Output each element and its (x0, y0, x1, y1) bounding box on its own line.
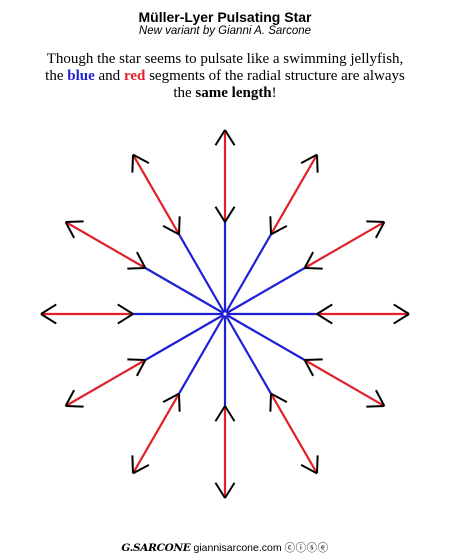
middle-fin (178, 216, 181, 235)
tip-fin (131, 154, 134, 173)
tip-fin (40, 313, 57, 325)
creative-commons-icon: ⓒⓘⓢⓔ (284, 542, 329, 554)
blue-segment (224, 267, 306, 315)
red-segment (270, 154, 318, 235)
tip-fin (393, 303, 410, 315)
middle-fin (178, 393, 181, 412)
middle-fin (117, 313, 134, 325)
description-part-2: and (94, 68, 124, 84)
tip-fin (64, 389, 75, 407)
middle-fin (316, 313, 333, 325)
middle-fin (304, 358, 323, 361)
red-segment (270, 393, 318, 474)
red-segment (132, 154, 180, 235)
tip-fin (300, 153, 318, 164)
red-segment (304, 359, 385, 407)
red-segment (132, 393, 180, 474)
red-segment (304, 221, 385, 269)
middle-fin (135, 359, 147, 377)
middle-fin (269, 393, 272, 412)
tip-fin (64, 221, 75, 239)
tip-fin (375, 389, 386, 407)
middle-fin (303, 359, 315, 377)
tip-fin (224, 129, 236, 146)
artist-signature: G.SARCONE (121, 542, 191, 554)
tip-fin (316, 154, 319, 173)
tip-fin (132, 464, 150, 475)
middle-fin (214, 405, 226, 422)
description-part-1: Though the star seems to pulsate like a … (45, 51, 404, 84)
middle-fin (303, 251, 315, 269)
blue-word: blue (67, 68, 95, 84)
middle-fin (162, 224, 180, 236)
middle-fin (224, 405, 236, 422)
middle-fin (270, 392, 288, 404)
middle-fin (316, 303, 333, 315)
blue-segment (224, 233, 272, 315)
website-link[interactable]: giannisarcone.com (193, 542, 282, 554)
blue-segment (224, 313, 306, 361)
middle-fin (269, 216, 272, 235)
tip-fin (214, 482, 226, 499)
tip-fin (131, 455, 134, 474)
red-segment (65, 221, 146, 269)
middle-fin (127, 267, 146, 270)
tip-fin (40, 303, 57, 315)
tip-fin (375, 221, 386, 239)
tip-fin (393, 313, 410, 325)
tip-fin (214, 129, 226, 146)
blue-segment (144, 313, 226, 361)
blue-segment (224, 313, 272, 395)
tip-fin (366, 405, 385, 408)
middle-fin (270, 224, 288, 236)
tip-fin (65, 220, 84, 223)
middle-fin (162, 392, 180, 404)
blue-segment (144, 267, 226, 315)
middle-fin (224, 206, 236, 223)
same-length-phrase: same length (195, 85, 272, 101)
author-subtitle: New variant by Gianni A. Sarcone (138, 25, 312, 37)
blue-segment (178, 233, 226, 315)
middle-fin (135, 251, 147, 269)
red-word: red (123, 68, 146, 84)
middle-fin (214, 206, 226, 223)
tip-fin (65, 405, 84, 408)
tip-fin (316, 455, 319, 474)
page-title: Müller-Lyer Pulsating Star (138, 9, 312, 25)
tip-fin (132, 153, 150, 164)
star-center (223, 312, 227, 316)
middle-fin (117, 303, 134, 315)
description-text: Though the star seems to pulsate like a … (45, 51, 405, 102)
tip-fin (224, 482, 236, 499)
red-segment (65, 359, 146, 407)
description-part-4: ! (271, 85, 277, 101)
middle-fin (304, 267, 323, 270)
tip-fin (300, 464, 318, 475)
tip-fin (366, 220, 385, 223)
blue-segment (178, 313, 226, 395)
middle-fin (127, 358, 146, 361)
description-part-3: segments of the radial structure are alw… (145, 68, 405, 101)
